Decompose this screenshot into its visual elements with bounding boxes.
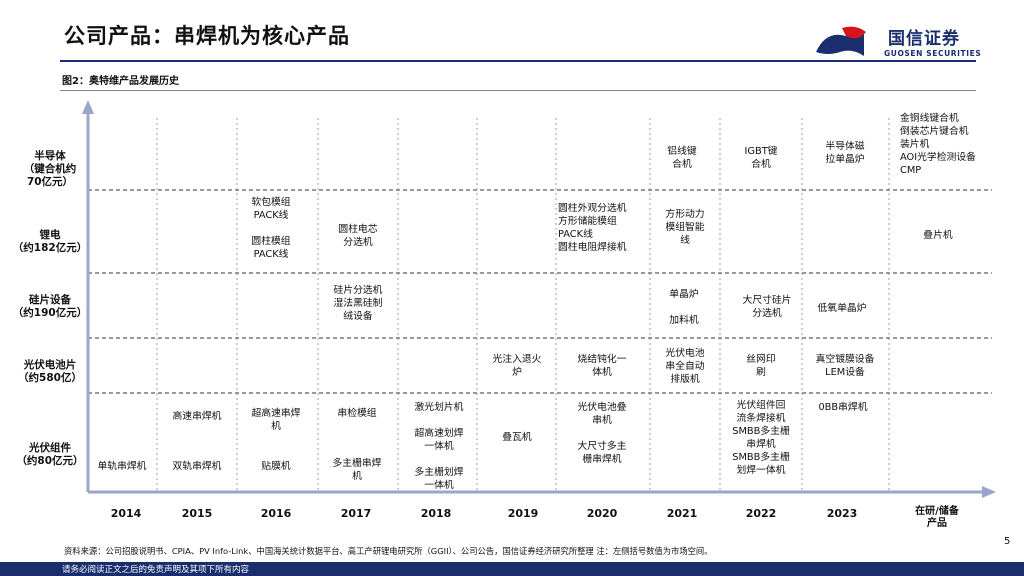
row-label-pv-module: 光伏组件 （约80亿元）	[16, 442, 84, 467]
title-divider	[60, 60, 976, 62]
figure-label: 图2：奥特维产品发展历史	[62, 76, 179, 87]
year-label: 2015	[181, 507, 213, 520]
page-number: 5	[1004, 536, 1011, 547]
product-cell: 烧结钝化一 体机	[577, 354, 627, 378]
year-label: 2014	[110, 507, 142, 520]
product-cell: 高速串焊机	[172, 411, 222, 422]
row-label-pv-cell: 光伏电池片 （约580亿）	[18, 359, 82, 384]
product-cell: 大尺寸硅片 分选机	[742, 295, 792, 319]
figure-divider	[60, 90, 976, 91]
product-cell: 单轨串焊机	[97, 461, 147, 472]
year-label: 2020	[586, 507, 618, 520]
product-cell: 丝网印 刷	[746, 354, 776, 378]
year-label: 2021	[666, 507, 698, 520]
product-cell: 叠片机	[923, 230, 953, 241]
row-label-silicon-wafer: 硅片设备 （约190亿元）	[12, 294, 88, 319]
product-cell: 贴膜机	[261, 461, 291, 472]
year-label: 2022	[745, 507, 777, 520]
product-cell: 光伏电池 串全自动 排版机	[665, 348, 705, 385]
product-cell: 半导体磁 拉单晶炉	[825, 141, 865, 165]
brand-name-en: GUOSEN SECURITIES	[884, 49, 982, 58]
product-cell: 铝线键 合机	[667, 146, 697, 170]
disclaimer-text: 请务必阅读正文之后的免责声明及其项下所有内容	[62, 565, 250, 575]
product-cell: 圆柱电芯 分选机	[338, 224, 378, 248]
product-cell: 超高速串焊 机	[251, 408, 301, 432]
product-cell: 光伏电池叠 串机 大尺寸多主 栅串焊机	[577, 402, 627, 465]
product-cell: 串检模组	[337, 408, 377, 419]
product-cell: 硅片分选机 湿法黑硅制 绒设备	[333, 285, 383, 322]
product-cell: 金铜线键合机 倒装芯片键合机 装片机 AOI光学检测设备 CMP	[900, 113, 976, 176]
year-label-future: 在研/储备 产品	[915, 506, 959, 529]
product-cell: 光伏组件回 流条焊接机 SMBB多主栅 串焊机 SMBB多主栅 划焊一体机	[732, 400, 790, 476]
year-label: 2023	[826, 507, 858, 520]
year-label: 2018	[420, 507, 452, 520]
product-cell: 软包模组 PACK线 圆柱模组 PACK线	[251, 197, 291, 260]
row-label-semiconductor: 半导体 （键合机约 70亿元）	[23, 150, 77, 188]
product-cell: 0BB串焊机	[818, 402, 868, 413]
product-cell: 多主栅串焊 机	[332, 458, 382, 482]
product-cell: 激光划片机 超高速划焊 一体机 多主栅划焊 一体机	[414, 402, 464, 491]
product-cell: 叠瓦机	[502, 432, 532, 443]
source-note: 资料来源：公司招股说明书、CPIA、PV Info-Link、中国海关统计数据平…	[64, 546, 713, 556]
year-label: 2016	[260, 507, 292, 520]
product-cell: 方形动力 模组智能 线	[665, 209, 705, 246]
product-cell: 光注入退火 炉	[492, 354, 542, 378]
product-cell: 真空镀膜设备 LEM设备	[815, 354, 875, 378]
product-cell: 单晶炉 加料机	[669, 289, 699, 326]
product-cell: IGBT键 合机	[744, 146, 778, 170]
page-title: 公司产品：串焊机为核心产品	[64, 24, 350, 48]
product-cell: 低氧单晶炉	[817, 303, 867, 314]
product-cell: 圆柱外观分选机 方形储能模组 PACK线 圆柱电阻焊接机	[558, 203, 627, 253]
footer-bar: 请务必阅读正文之后的免责声明及其项下所有内容	[0, 562, 1024, 576]
brand-name: 国信证券	[888, 29, 960, 49]
product-cell: 双轨串焊机	[172, 461, 222, 472]
year-label: 2019	[507, 507, 539, 520]
row-label-lithium: 锂电 （约182亿元）	[12, 229, 88, 254]
year-label: 2017	[340, 507, 372, 520]
guosen-logo-icon	[816, 26, 866, 56]
